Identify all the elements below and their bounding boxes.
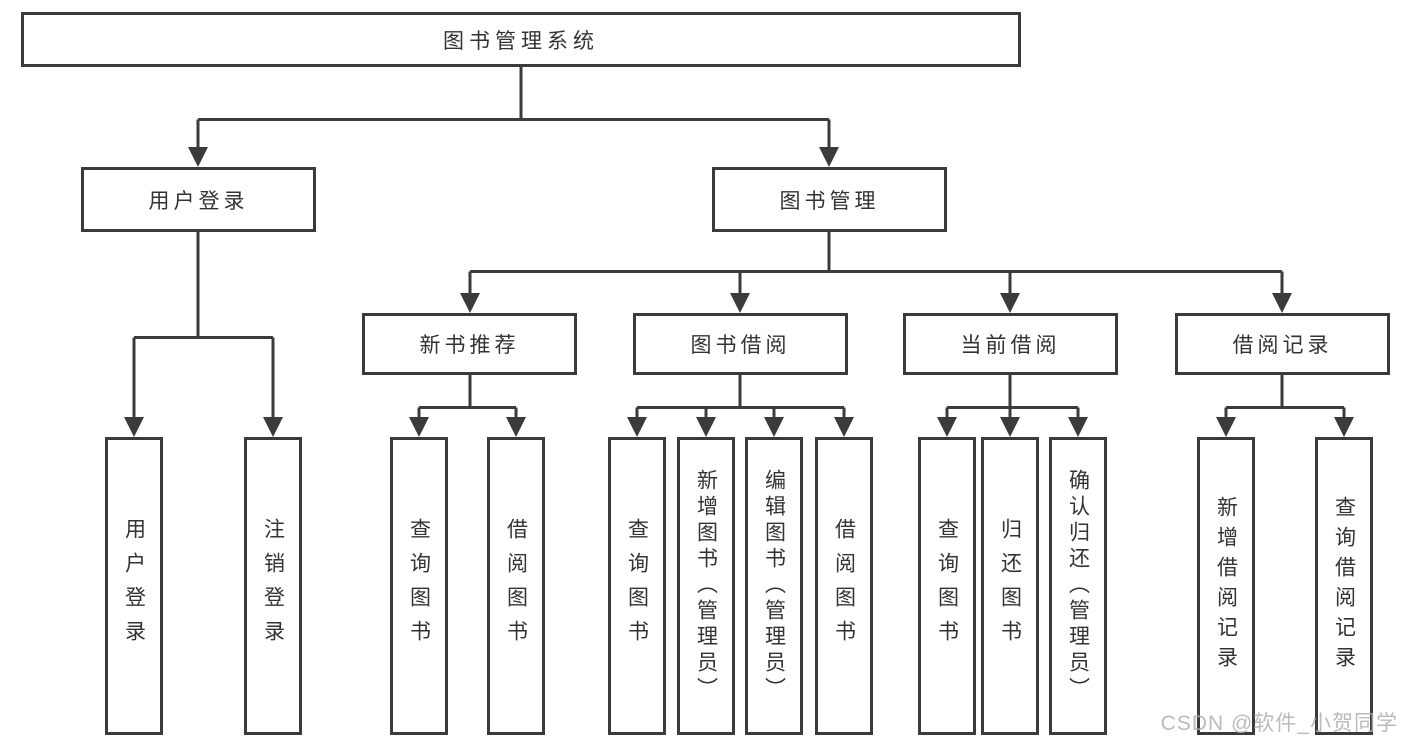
- node-label: 查询图书: [407, 518, 431, 654]
- node-label: 用户登录: [148, 189, 249, 213]
- node-label: 图书借阅: [690, 334, 791, 357]
- node-label: 归还图书: [998, 518, 1022, 654]
- leaf-query-borrow-record: 查询借阅记录: [1315, 437, 1373, 735]
- connector-newbook-to-leaves: [417, 375, 518, 421]
- node-label: 借阅图书: [504, 518, 528, 654]
- node-current-borrowing: 当前借阅: [903, 313, 1118, 375]
- leaf-return-books: 归还图书: [981, 437, 1039, 735]
- node-root-library-system: 图书管理系统: [21, 12, 1021, 67]
- node-label: 借阅图书: [832, 518, 856, 654]
- node-label: 查询图书: [935, 518, 959, 654]
- node-label: 查询图书: [625, 518, 649, 654]
- leaf-edit-books-admin: 编辑图书（管理员）: [745, 437, 803, 735]
- leaf-query-books-recommend: 查询图书: [390, 437, 448, 735]
- connector-records-to-leaves: [1224, 375, 1346, 421]
- node-label: 当前借阅: [960, 334, 1061, 357]
- leaf-add-books-admin: 新增图书（管理员）: [677, 437, 735, 735]
- node-label: 编辑图书（管理员）: [762, 469, 786, 703]
- leaf-borrow-books: 借阅图书: [815, 437, 873, 735]
- node-user-login-branch: 用户登录: [81, 167, 316, 232]
- node-label: 图书管理: [779, 189, 880, 213]
- node-book-borrowing: 图书借阅: [633, 313, 848, 375]
- connector-current-to-leaves: [945, 375, 1080, 421]
- node-label: 注销登录: [261, 518, 285, 654]
- node-book-management-branch: 图书管理: [712, 167, 947, 232]
- node-new-book-recommend: 新书推荐: [362, 313, 577, 375]
- leaf-query-books-borrowing: 查询图书: [608, 437, 666, 735]
- connector-bookmgmt-to-level3: [468, 232, 1284, 297]
- connector-root-to-level2: [196, 67, 831, 151]
- leaf-logout: 注销登录: [244, 437, 302, 735]
- node-borrowing-records: 借阅记录: [1175, 313, 1390, 375]
- connector-userlogin-to-leaves: [132, 232, 275, 421]
- leaf-borrow-books-recommend: 借阅图书: [487, 437, 545, 735]
- leaf-add-borrow-record: 新增借阅记录: [1197, 437, 1255, 735]
- node-label: 新增图书（管理员）: [694, 469, 718, 703]
- leaf-query-books-current: 查询图书: [918, 437, 976, 735]
- node-label: 用户登录: [122, 518, 146, 654]
- node-label: 图书管理系统: [443, 29, 599, 53]
- csdn-watermark: CSDN @软件_小贺同学: [1160, 712, 1398, 735]
- connector-borrowing-to-leaves: [635, 375, 846, 421]
- node-label: 新书推荐: [419, 334, 520, 357]
- leaf-confirm-return-admin: 确认归还（管理员）: [1049, 437, 1107, 735]
- leaf-user-login: 用户登录: [105, 437, 163, 735]
- node-label: 查询借阅记录: [1332, 496, 1356, 676]
- node-label: 确认归还（管理员）: [1066, 469, 1090, 703]
- node-label: 借阅记录: [1232, 334, 1333, 357]
- node-label: 新增借阅记录: [1214, 496, 1238, 676]
